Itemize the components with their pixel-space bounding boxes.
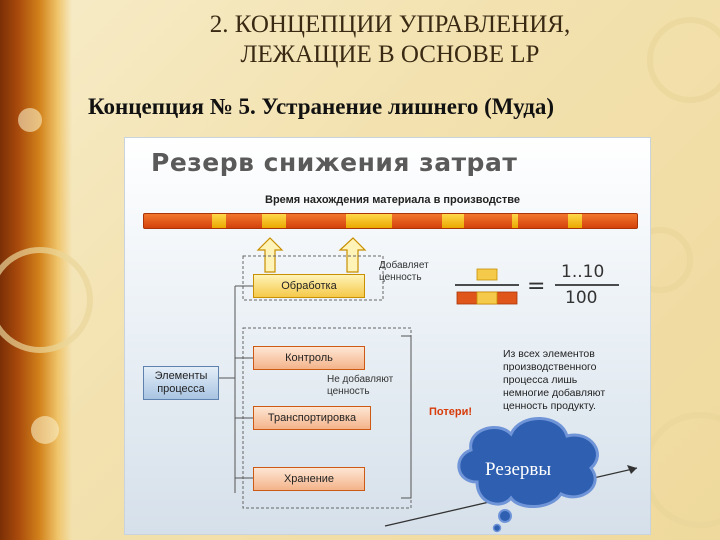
arrow-up-icon [258, 238, 282, 272]
reserves-label: Резервы [485, 459, 551, 481]
non-value-label-line2: ценность [327, 386, 393, 398]
process-box-transport: Транспортировка [253, 406, 371, 430]
fraction-numerator: 1..10 [561, 262, 604, 282]
non-value-label-line1: Не добавляют [327, 374, 393, 386]
slide-title-line1: 2. КОНЦЕПЦИИ УПРАВЛЕНИЯ, [90, 10, 690, 40]
value-added-label: Добавляет ценность [379, 260, 429, 284]
process-elements-box: Элементы процесса [143, 366, 219, 400]
equals-sign: = [527, 274, 545, 299]
process-box-processing: Обработка [253, 274, 365, 298]
value-note-line: немногие добавляют [503, 387, 605, 400]
non-value-label: Не добавляют ценность [327, 374, 393, 398]
process-elements-line2: процесса [144, 383, 218, 396]
process-box-storage: Хранение [253, 467, 365, 491]
slide-title-line2: ЛЕЖАЩИЕ В ОСНОВЕ LP [90, 40, 690, 70]
fraction-denominator: 100 [565, 288, 597, 308]
slide-subtitle: Концепция № 5. Устранение лишнего (Муда) [88, 94, 708, 120]
arrow-up-icon [340, 238, 365, 272]
losses-label: Потери! [429, 406, 472, 418]
process-box-control: Контроль [253, 346, 365, 370]
value-added-label-line1: Добавляет [379, 260, 429, 272]
diagram-panel: Резерв снижения затрат Время нахождения … [124, 137, 651, 535]
value-note-line: процесса лишь [503, 374, 605, 387]
value-note-line: Из всех элементов [503, 348, 605, 361]
value-note: Из всех элементов производственного проц… [503, 348, 605, 413]
value-note-line: ценность продукту. [503, 400, 605, 413]
diagram-connectors [125, 138, 650, 534]
value-note-line: производственного [503, 361, 605, 374]
value-added-label-line2: ценность [379, 272, 429, 284]
slide-title: 2. КОНЦЕПЦИИ УПРАВЛЕНИЯ, ЛЕЖАЩИЕ В ОСНОВ… [90, 10, 690, 70]
process-elements-line1: Элементы [144, 370, 218, 383]
